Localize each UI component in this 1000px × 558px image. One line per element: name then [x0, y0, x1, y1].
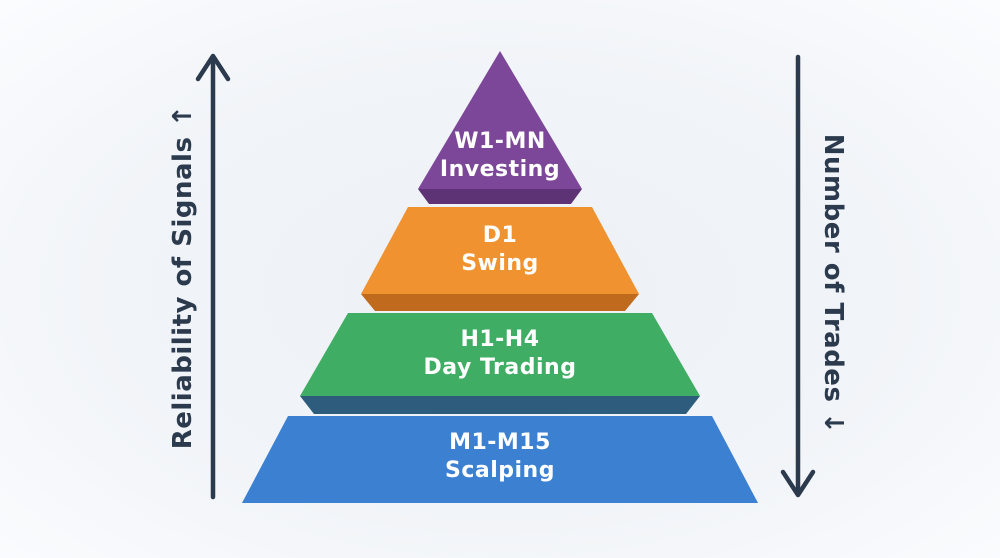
pyramid-level-scalping: [242, 416, 758, 503]
pyramid-level-investing: [418, 51, 582, 189]
trades-axis-arrow: [780, 54, 816, 498]
pyramid-level-swing-bevel: [361, 294, 639, 311]
pyramid-level-investing-bevel: [418, 189, 582, 204]
reliability-axis-arrow: [195, 53, 231, 500]
pyramid-level-swing: [361, 207, 639, 294]
pyramid-level-day-trading: [300, 313, 700, 396]
up-arrow-head-icon: [195, 53, 231, 82]
pyramid-level-day-trading-bevel: [300, 396, 700, 414]
down-arrow-head-icon: [780, 469, 816, 498]
